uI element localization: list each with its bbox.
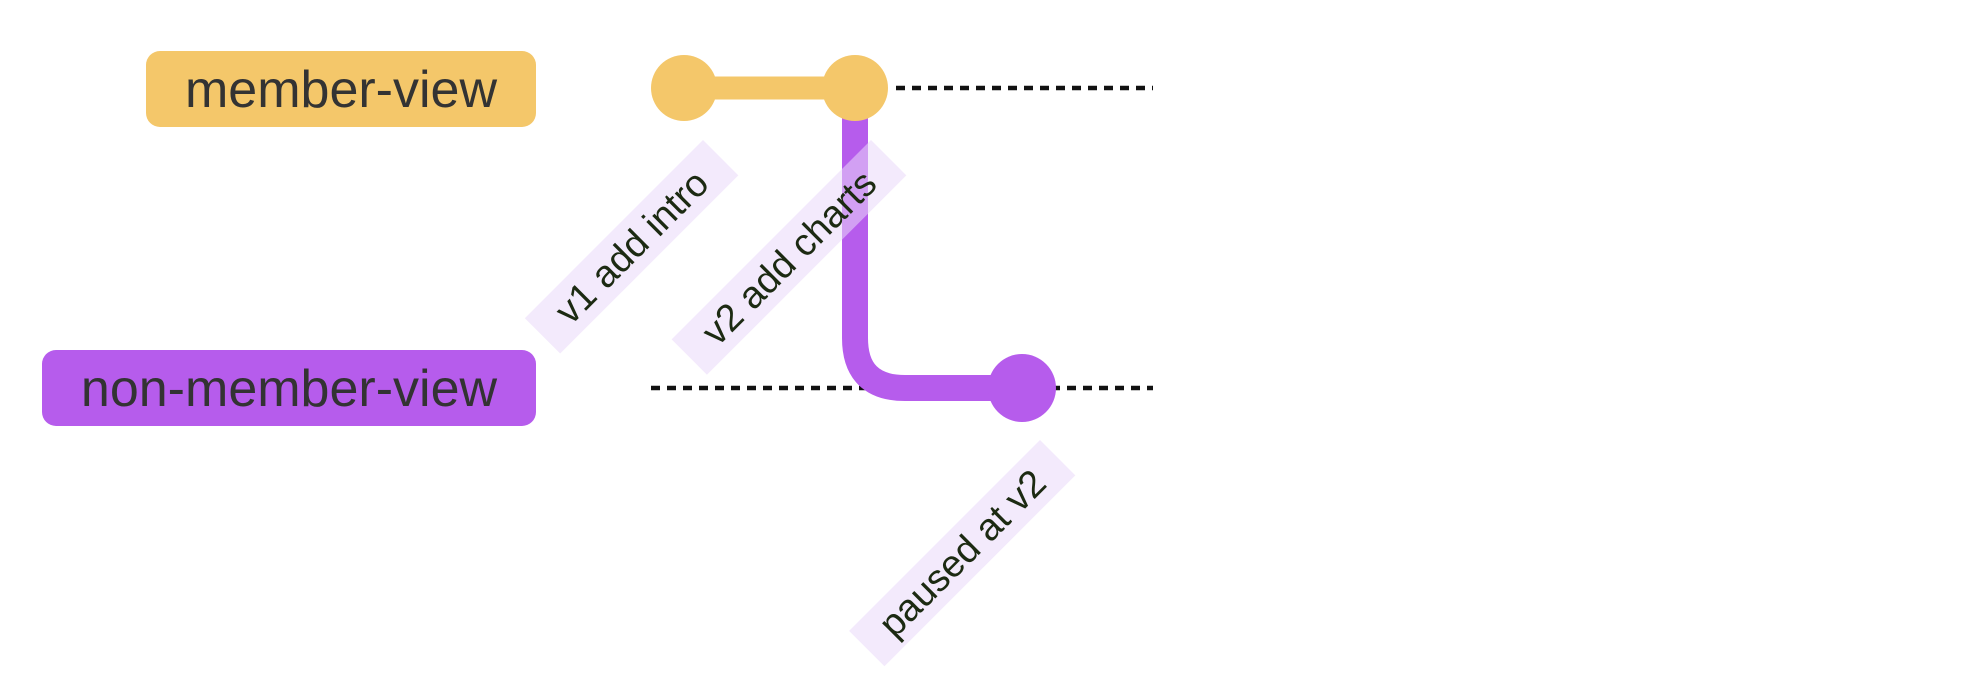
commit-label-v1-text: v1 add intro xyxy=(547,162,717,332)
commit-dot-v1 xyxy=(651,55,717,121)
branch-badge-non-member-view-label: non-member-view xyxy=(81,360,498,418)
branch-path-non-member-view xyxy=(842,92,1022,401)
branch-badge-member-view-label: member-view xyxy=(185,61,497,119)
branch-badge-member-view-bg xyxy=(146,51,536,127)
commit-label-paused-bg xyxy=(849,440,1076,667)
branch-badge-non-member-view-bg xyxy=(42,350,536,426)
commit-label-v1-bg xyxy=(524,140,739,354)
commit-dot-v2 xyxy=(822,55,888,121)
commit-label-v2-bg xyxy=(671,140,907,375)
branch-badge-non-member-view: non-member-view xyxy=(42,350,536,426)
branch-badge-member-view: member-view xyxy=(146,51,536,127)
commit-dot-paused xyxy=(988,354,1056,422)
commit-label-paused-text: paused at v2 xyxy=(871,462,1055,646)
commit-label-paused: paused at v2 xyxy=(849,440,1076,667)
